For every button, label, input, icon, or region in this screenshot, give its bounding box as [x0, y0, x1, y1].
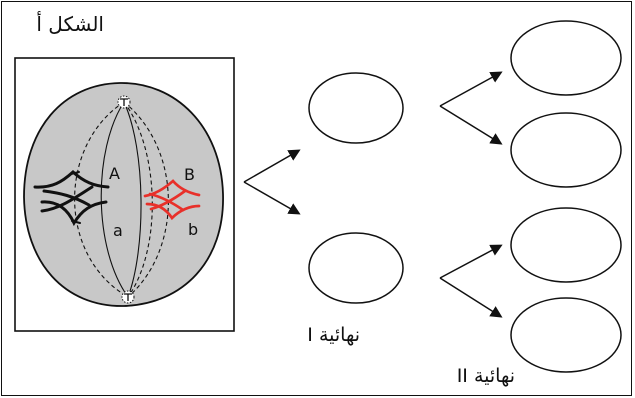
spindle-fibers [74, 101, 169, 298]
chromosome-pair-black [33, 169, 110, 227]
gamete-cell-4 [510, 297, 622, 373]
allele-label-a: a [113, 221, 123, 240]
figure-title: الشكل أ [36, 12, 104, 36]
daughter-cell-bottom [308, 232, 404, 304]
centrosome-top [117, 95, 131, 109]
allele-label-B: B [184, 165, 195, 184]
gamete-cell-1 [510, 20, 622, 96]
arrows-second-division [439, 71, 503, 318]
stage-label-telophase-1: نهائية I [307, 324, 360, 346]
allele-label-b: b [188, 220, 198, 239]
allele-label-A: A [109, 164, 120, 183]
daughter-cell-top [308, 72, 404, 144]
centrosome-bottom [121, 290, 135, 304]
chromosome-pair-red [143, 179, 201, 221]
gamete-cell-3 [510, 207, 622, 283]
stage-label-telophase-2: نهائية II [456, 365, 515, 387]
arrows-first-division [243, 149, 301, 215]
cell-body [23, 82, 224, 307]
gamete-cell-2 [510, 112, 622, 188]
